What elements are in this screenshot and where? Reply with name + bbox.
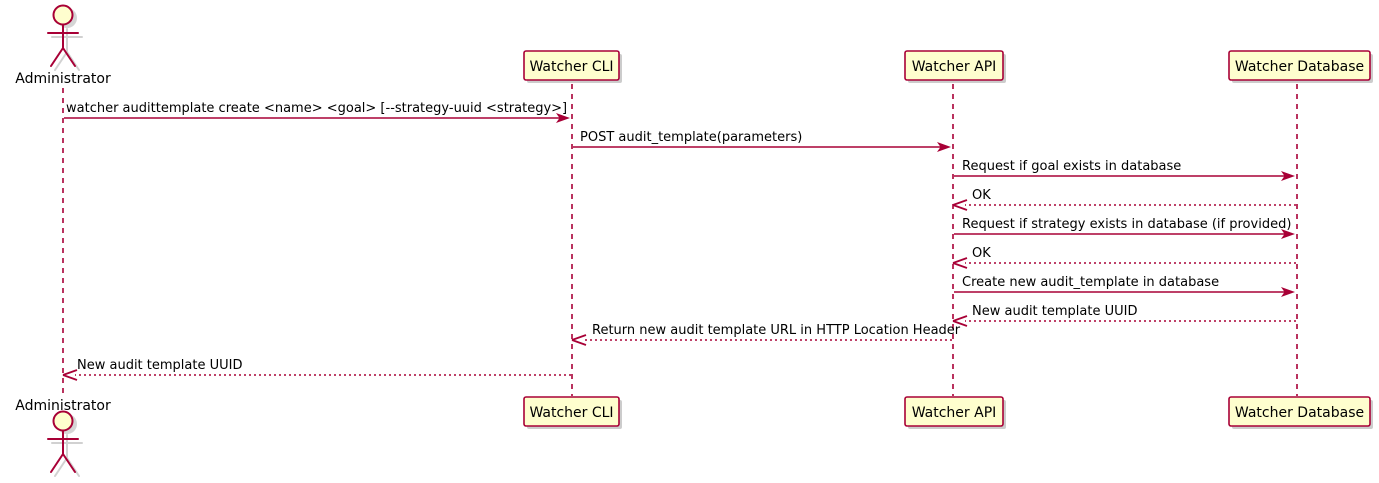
message-6-label: OK [972,246,991,261]
participant-label-watcher-api-bottom: Watcher API [912,405,997,421]
participant-box-watcher-api-top[interactable]: Watcher API [904,50,1006,83]
message-7-label: Create new audit_template in database [962,275,1219,290]
message-9-label: Return new audit template URL in HTTP Lo… [592,323,961,338]
message-5-label: Request if strategy exists in database (… [962,217,1291,232]
participant-label-watcher-database-top: Watcher Database [1235,59,1364,75]
participant-box-watcher-cli-top[interactable]: Watcher CLI [523,50,622,83]
message-10-arrowhead [62,369,78,381]
actor-right-leg-icon-bottom [62,453,76,473]
message-7-arrowhead [1281,287,1295,297]
actor-head-icon-bottom [52,410,74,432]
message-3[interactable]: Request if goal exists in database [954,159,1295,181]
message-2-arrowhead [937,142,951,152]
box-rect [1228,50,1371,81]
participant-box-watcher-cli-bottom[interactable]: Watcher CLI [523,396,622,429]
message-2-label: POST audit_template(parameters) [580,130,802,145]
actor-right-leg-icon [62,47,76,67]
message-1-arrowhead [556,113,570,123]
box-rect [1228,396,1371,427]
participant-box-watcher-database-top[interactable]: Watcher Database [1228,50,1373,83]
message-6[interactable]: OK [952,246,1296,269]
message-5[interactable]: Request if strategy exists in database (… [954,217,1295,239]
message-2[interactable]: POST audit_template(parameters) [573,130,951,152]
message-9-arrowhead [571,334,587,346]
message-1[interactable]: watcher audittemplate create <name> <goa… [64,101,570,123]
message-8-label: New audit template UUID [972,304,1137,319]
message-7[interactable]: Create new audit_template in database [954,275,1295,297]
actor-label-administrator-bottom: Administrator [15,398,111,414]
message-3-arrowhead [1281,171,1295,181]
participant-label-watcher-cli-bottom: Watcher CLI [529,405,613,421]
message-8-arrowhead [952,315,968,327]
actor-left-leg-icon [50,47,64,67]
message-10[interactable]: New audit template UUID [62,358,571,381]
actor-administrator-top[interactable]: Administrator [15,4,111,88]
message-5-arrowhead [1281,229,1295,239]
message-4-label: OK [972,188,991,203]
actor-label-administrator-top: Administrator [15,71,111,87]
message-8[interactable]: New audit template UUID [952,304,1296,327]
box-rect [904,396,1004,427]
box-rect [523,50,620,81]
participant-label-watcher-cli-top: Watcher CLI [529,59,613,75]
participant-label-watcher-api-top: Watcher API [912,59,997,75]
message-10-label: New audit template UUID [77,358,242,373]
message-9[interactable]: Return new audit template URL in HTTP Lo… [571,323,961,346]
participant-box-watcher-database-bottom[interactable]: Watcher Database [1228,396,1373,429]
box-rect [904,50,1004,81]
lifelines [62,84,1298,396]
actor-administrator-bottom[interactable]: Administrator [15,398,111,477]
message-4-arrowhead [952,199,968,211]
message-1-label: watcher audittemplate create <name> <goa… [66,101,567,116]
participant-label-watcher-database-bottom: Watcher Database [1235,405,1364,421]
actor-head-icon [52,4,74,26]
box-rect [523,396,620,427]
actor-left-leg-icon-bottom [50,453,64,473]
message-4[interactable]: OK [952,188,1296,211]
participant-box-watcher-api-bottom[interactable]: Watcher API [904,396,1006,429]
message-6-arrowhead [952,257,968,269]
message-3-label: Request if goal exists in database [962,159,1181,174]
